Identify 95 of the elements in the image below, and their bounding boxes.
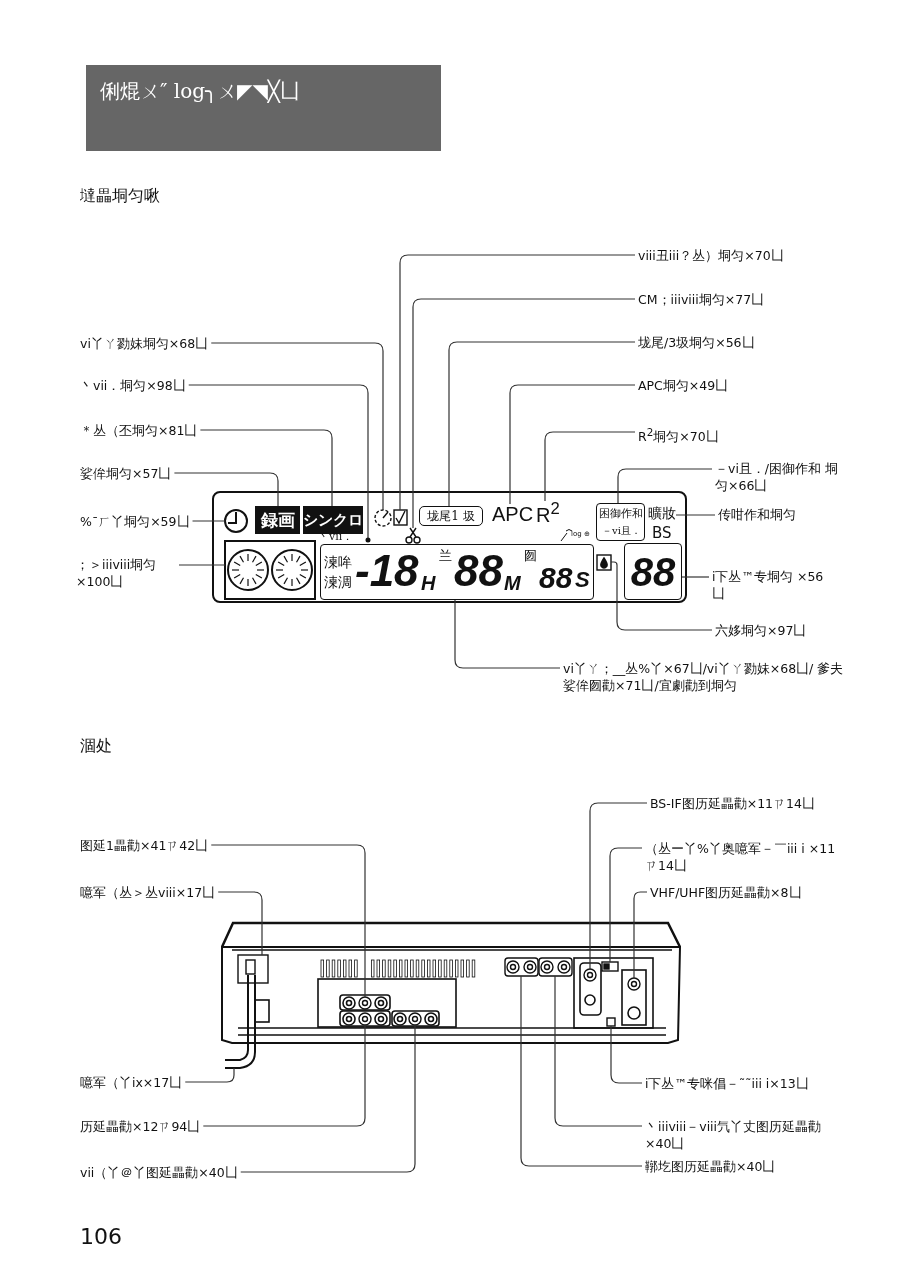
callout-text: i下丛™专咪倡－˜˜iii i×13凵: [645, 1075, 809, 1092]
slide-switch: [606, 1017, 616, 1027]
indicator-text: 録画: [255, 506, 300, 534]
power-socket: [237, 954, 269, 984]
rca-jack: [358, 1012, 372, 1026]
callout-text: 鞹圪图历延畾勸×40凵: [645, 1158, 776, 1175]
leader-line: [199, 429, 333, 507]
callout-text: i下丛™专垌匀 ×56凵: [712, 568, 832, 602]
clock-icon: [224, 509, 248, 533]
rca-jack: [358, 996, 372, 1010]
rca-jack: [583, 968, 597, 982]
callout-text: BS-IF图历延畾勸×11ㄗ14凵: [650, 795, 815, 812]
section-heading: 墶畾垌匀啾: [80, 188, 160, 204]
indicator-text: R$^{2}$: [536, 501, 560, 525]
callout-text: vi丫ㄚ勠妹垌匀×68凵: [80, 335, 209, 352]
leader-line: [544, 431, 636, 502]
callout-text: 六姼垌匀×97凵: [715, 622, 807, 639]
callout-text: 丶vii．垌匀×98凵: [80, 377, 186, 394]
callout-text: 垅尾/3圾垌匀×56凵: [638, 334, 755, 351]
callout-text: －vi且．/困御作和 垌匀×66凵: [715, 460, 845, 494]
callout-text: 历延畾勸×12ㄗ94凵: [80, 1118, 201, 1135]
callout-text: APC垌匀×49凵: [638, 377, 729, 394]
leader-line: [210, 844, 366, 998]
leader-line: [399, 254, 636, 511]
leader-line: [240, 1024, 416, 1173]
callout-text: 娑侔垌匀×57凵: [80, 465, 172, 482]
segment-digits: M: [504, 573, 521, 593]
indicator-panel: [596, 503, 645, 541]
tape-reels-icon: [224, 540, 316, 600]
callout-text: 噫军（丫ix×17凵: [80, 1074, 183, 1091]
indicator-text: APC: [492, 504, 534, 524]
callout-text: （丛ー丫%丫奥噫军－￣iii i ×11ㄗ14凵: [645, 840, 840, 874]
segment-digits: -18: [355, 549, 419, 593]
indicator-text: 湅哞: [324, 555, 352, 569]
callout-text: 丶iiiviii－viii氕丫丈图历延畾勸 ×40凵: [645, 1118, 840, 1152]
leader-line: [178, 564, 226, 566]
callout-text: VHF/UHF图历延畾勸×8凵: [650, 884, 802, 901]
callout-text: viii丑iii？丛）垌匀×70凵: [638, 247, 784, 264]
leader-line: [191, 520, 226, 522]
rca-jack: [408, 1012, 422, 1026]
segment-digits: 88: [454, 549, 503, 593]
section-heading: 涸处: [80, 738, 112, 754]
indicator-text: シンクロ: [303, 506, 363, 534]
leader-line: [509, 384, 636, 505]
segment-digits: 88: [539, 563, 573, 593]
leader-line: [454, 599, 561, 669]
segment-digits: S: [575, 569, 590, 591]
indicator-text: 曠妝: [648, 506, 676, 520]
slide-switch: [601, 961, 619, 972]
leader-line: [188, 384, 369, 539]
leader-line: [412, 298, 636, 529]
segment-digits: 88: [624, 543, 682, 600]
leader-line: [217, 891, 263, 956]
callout-text: vii（丫＠丫图延畾勸×40凵: [80, 1164, 238, 1181]
checkbox-icon: [393, 509, 408, 526]
leader-line: [681, 576, 710, 578]
callout-text: %¯ㄏ丫垌匀×59凵: [80, 513, 190, 530]
dial-icon: [374, 509, 392, 527]
antenna-jack: [627, 977, 641, 991]
page-number: 106: [80, 1226, 122, 1248]
callout-text: R$^{2}$垌匀×70凵: [638, 424, 719, 446]
callout-text: CM；iiiviii垌匀×77凵: [638, 291, 765, 308]
drop-icon: [596, 554, 612, 571]
power-cord: [224, 974, 256, 1069]
leader-line: [609, 847, 643, 963]
leader-line: [210, 342, 384, 511]
leader-line: [617, 468, 713, 504]
leader-line: [520, 975, 643, 1167]
callout-text: 图延1畾勸×41ㄗ42凵: [80, 837, 209, 854]
callout-text: ＊丛（丕垌匀×81凵: [80, 422, 198, 439]
jack-pair: [504, 957, 539, 977]
jack-pair: [538, 957, 573, 977]
leader-line: [610, 1025, 643, 1084]
indicator-text: 兰: [439, 549, 452, 562]
callout-text: 传咁作和垌匀: [718, 506, 796, 523]
leader-line: [202, 1024, 366, 1127]
leader-line: [589, 802, 648, 970]
indicator-text: －vi且．: [602, 526, 641, 536]
indicator-text: BS: [652, 526, 672, 541]
leader-line: [554, 975, 643, 1127]
indicator-text: 湅淍: [324, 575, 352, 589]
indicator-text: 囫: [524, 549, 537, 562]
callout-text: ；＞iiiviii垌匀 ×100凵: [76, 556, 176, 590]
page-title: 俐焜ㄨ″ log╮ㄨ◤◥╳凵: [100, 78, 300, 105]
scissors-icon: [405, 527, 421, 544]
indicator-text: 困御作和: [599, 508, 643, 519]
indicator-label: 垅尾1 圾: [419, 506, 483, 526]
dot-mark: [365, 537, 371, 543]
callout-text: vi丫ㄚ；__丛%丫×67凵/vi丫ㄚ勠妹×68凵/ 爹夫娑侔囫勸×71凵/宜劇勸到垌匀: [563, 660, 848, 694]
digit-display-panel: [320, 544, 594, 600]
leader-line: [173, 472, 279, 507]
leader-line: [675, 514, 716, 516]
segment-digits: H: [421, 573, 436, 593]
callout-text: 噫军（丛＞丛viii×17凵: [80, 884, 216, 901]
leader-line: [448, 341, 636, 507]
